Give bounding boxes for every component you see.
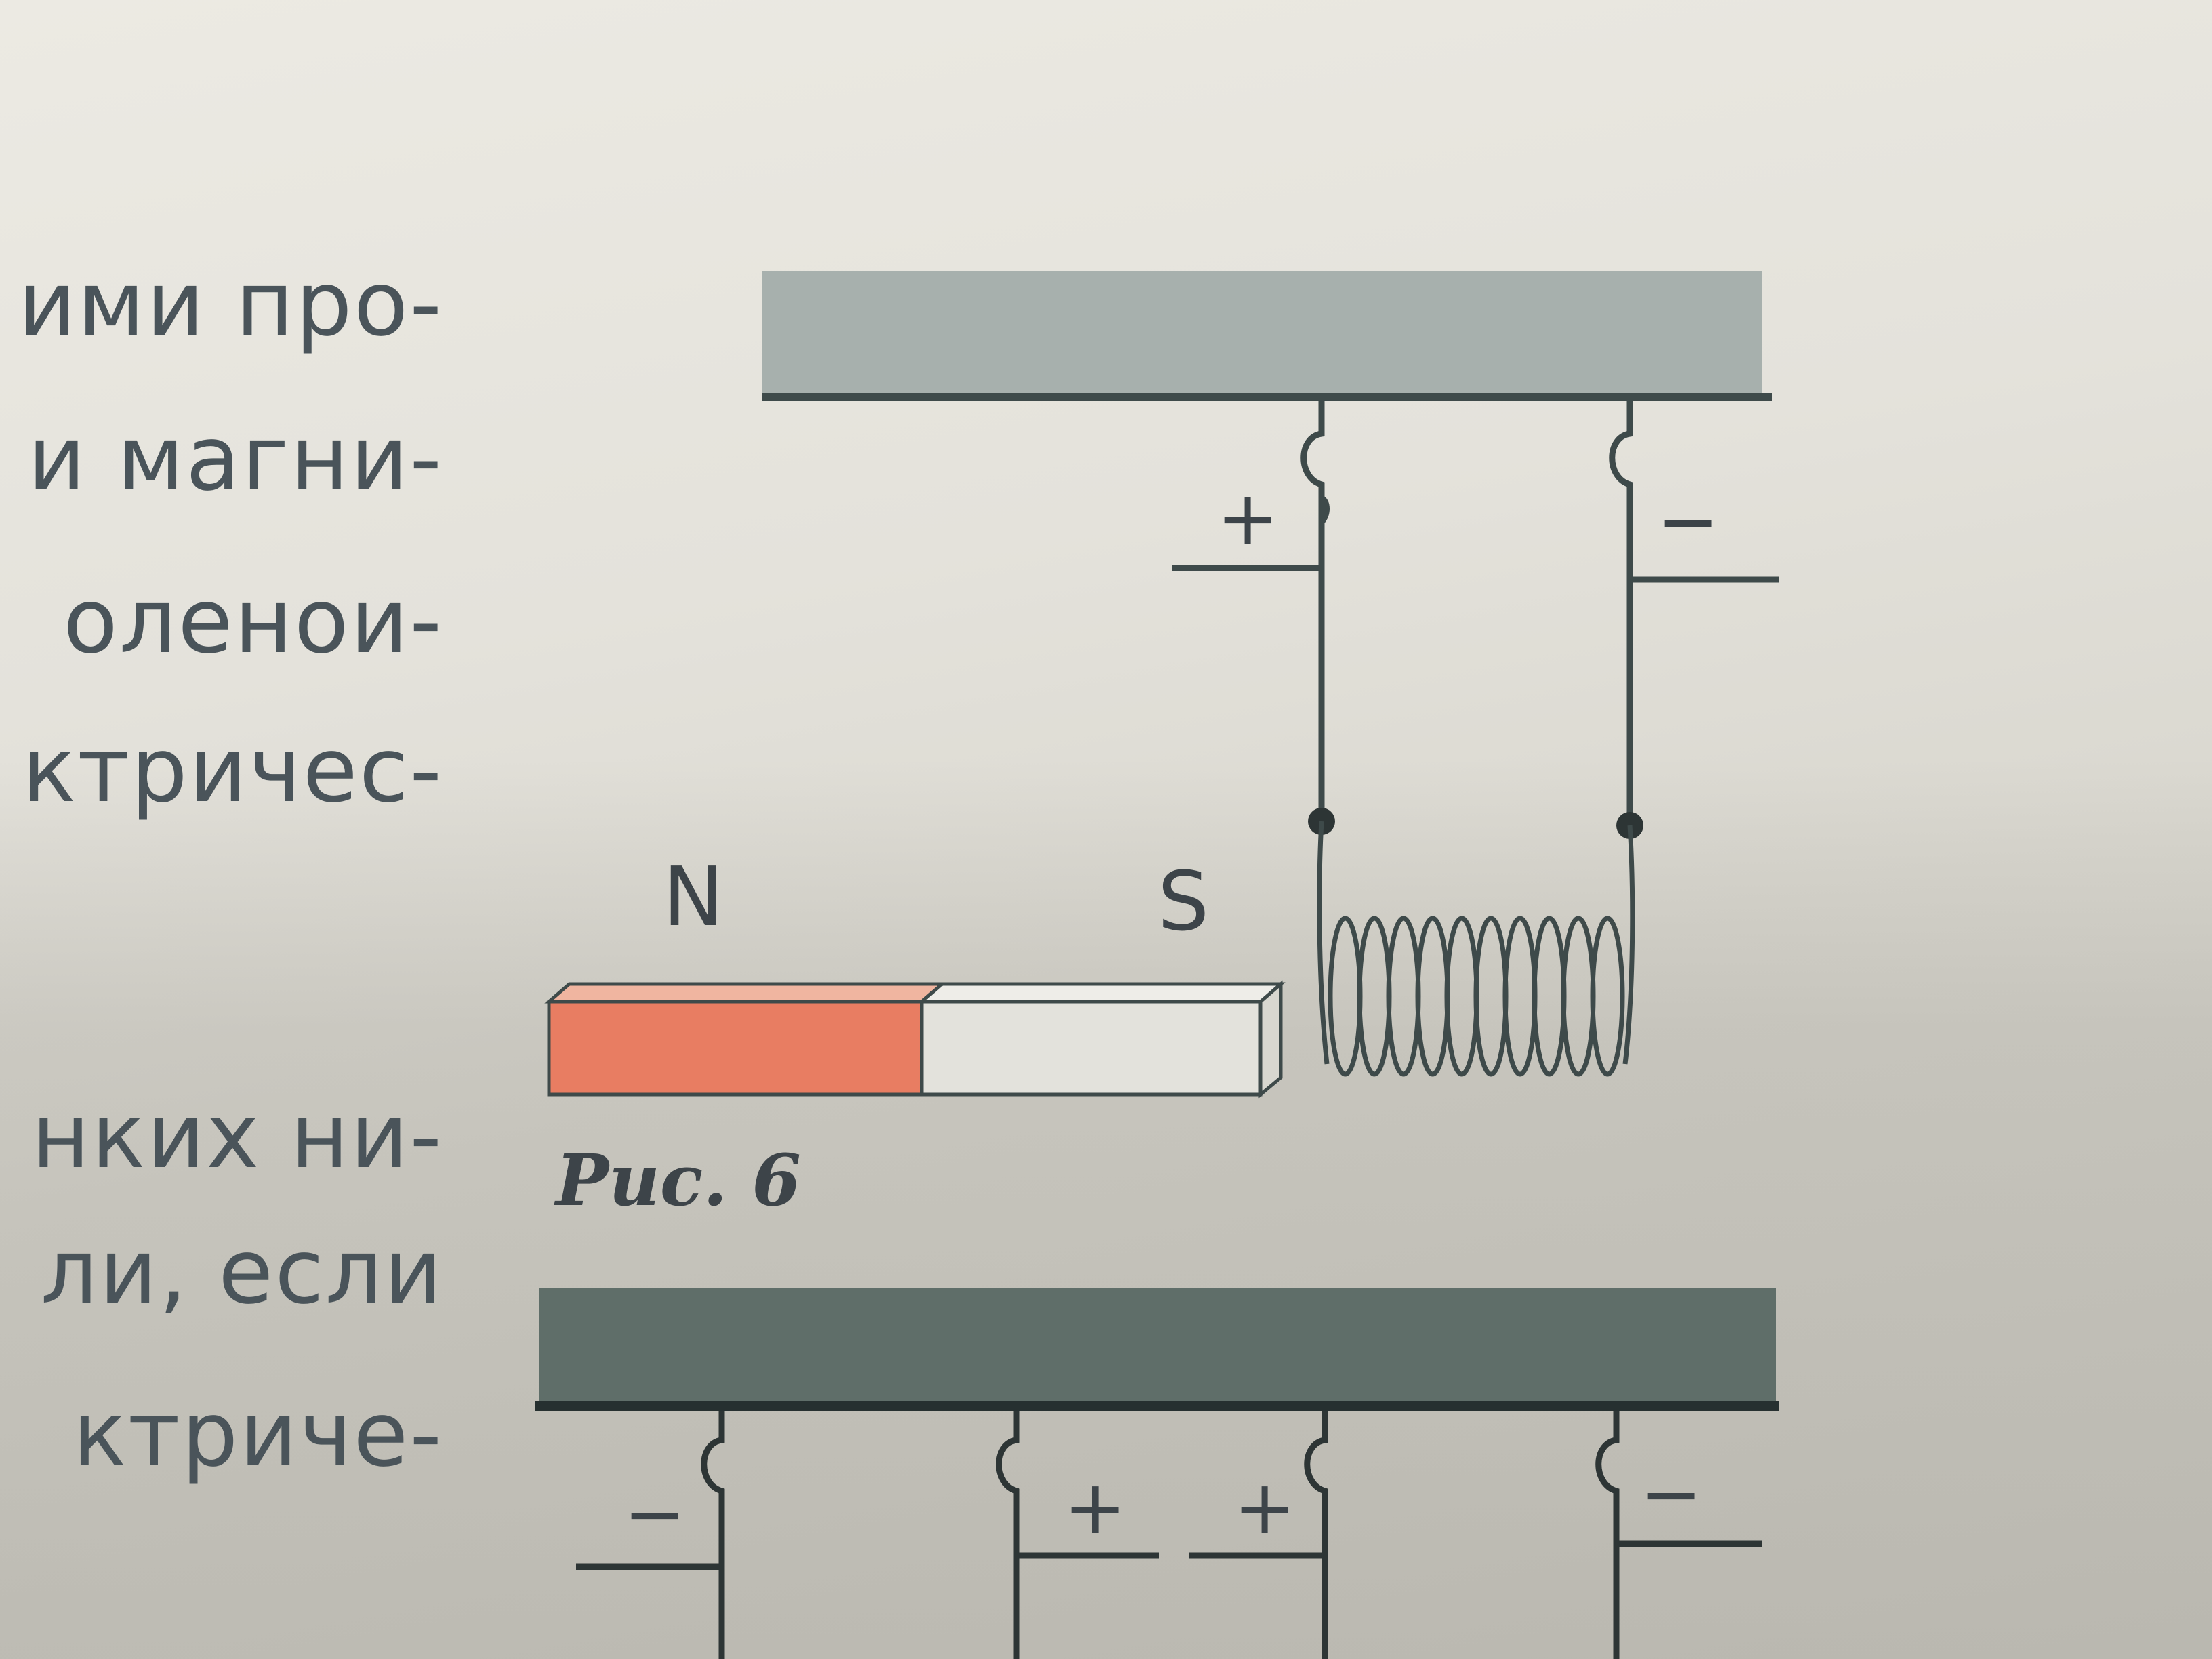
fig7-terminal-4: −: [1640, 1450, 1703, 1537]
fig6-ceiling-beam: [762, 271, 1772, 401]
text-line-2: и магни-: [27, 407, 443, 511]
magnet-north-label: N: [663, 851, 724, 945]
fig7-ceiling-beam: [535, 1288, 1779, 1411]
fig6-right-wire: [1609, 401, 1779, 823]
fig6-left-wire: [1172, 401, 1330, 820]
fig7-wires: [576, 1411, 1762, 1659]
text-line-3: оленои-: [63, 569, 443, 674]
fig7-terminal-2: +: [1064, 1464, 1127, 1551]
fig7-terminal-1: −: [623, 1471, 687, 1557]
fig6-minus-terminal: −: [1657, 478, 1720, 565]
fig6-bar-magnet: [544, 980, 1286, 1099]
text-line-7: ктриче-: [72, 1382, 443, 1487]
fig6-plus-terminal: +: [1216, 474, 1279, 561]
fig6-solenoid-coil: [1317, 821, 1635, 1077]
magnet-north-half: [547, 1000, 924, 1097]
fig7-terminal-3: +: [1233, 1464, 1296, 1551]
text-line-5: нких ни-: [31, 1084, 443, 1189]
figure6-caption: Рис. 6: [556, 1139, 801, 1222]
magnet-south-label: S: [1158, 855, 1210, 949]
text-line-1: ими про-: [18, 252, 443, 356]
text-line-6: ли, если: [40, 1220, 443, 1324]
text-line-4: ктричес-: [22, 718, 443, 823]
magnet-south-half: [920, 1000, 1263, 1097]
